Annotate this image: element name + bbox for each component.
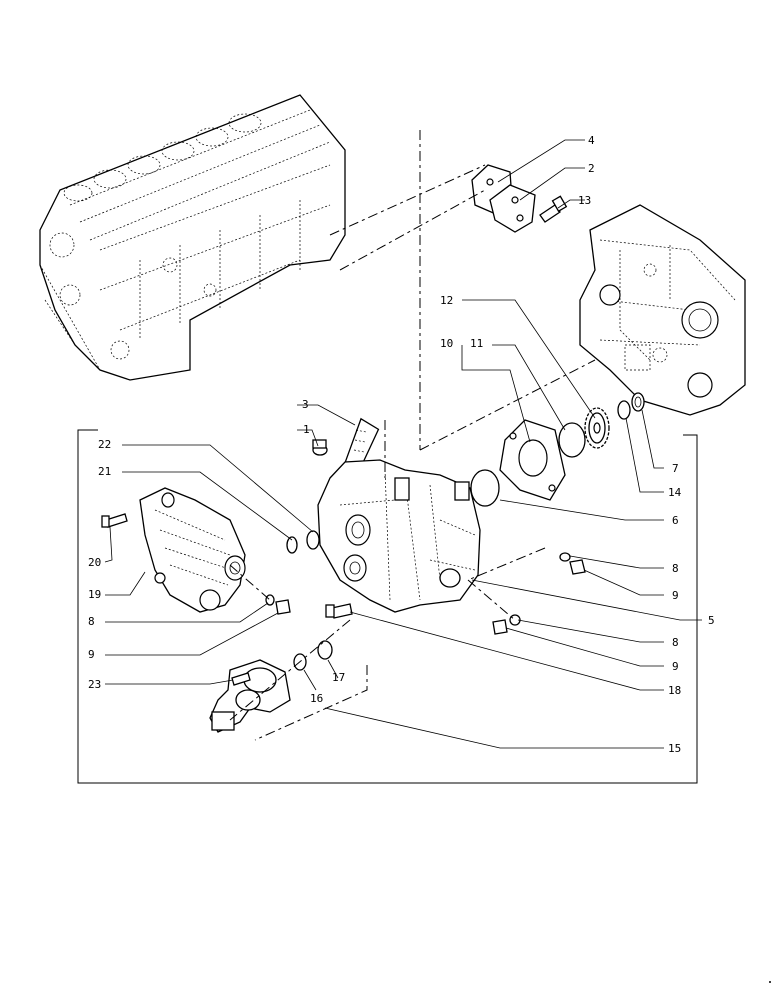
washer-8-right-upper	[559, 552, 571, 562]
callout-11: 11	[470, 337, 483, 350]
flange-10	[499, 419, 566, 501]
o-ring-14	[617, 400, 631, 420]
screw-20	[101, 513, 128, 528]
metering-valve-15	[209, 659, 291, 733]
callout-9-right-upper: 9	[672, 589, 679, 602]
callout-9-left: 9	[88, 648, 95, 661]
callout-labels: 4 2 13 12 10 11 3 1 22 21 20 19 8 9 23 1…	[88, 134, 715, 755]
o-ring-21	[286, 536, 298, 554]
injection-pump-body	[317, 459, 481, 613]
callout-8-right-upper: 8	[672, 562, 679, 575]
callout-8-left: 8	[88, 615, 95, 628]
timing-cover	[579, 204, 746, 416]
gear-12	[584, 407, 610, 449]
seal-7	[631, 392, 645, 412]
pump-housing-19	[139, 487, 246, 613]
plug-9-left	[275, 599, 291, 615]
callout-2: 2	[588, 162, 595, 175]
callout-23: 23	[88, 678, 101, 691]
plug-9-right-upper	[569, 559, 586, 575]
o-ring-11	[558, 422, 586, 458]
o-ring-17	[317, 640, 333, 660]
sensor-18	[325, 603, 353, 619]
callout-8-right-lower: 8	[672, 636, 679, 649]
o-ring-6	[470, 469, 500, 507]
callout-3: 3	[302, 398, 309, 411]
callout-12: 12	[440, 294, 453, 307]
callout-16: 16	[310, 692, 323, 705]
callout-14: 14	[668, 486, 682, 499]
callout-20: 20	[88, 556, 101, 569]
bracket-plate-2	[489, 184, 536, 233]
callout-19: 19	[88, 588, 101, 601]
corner-dot	[769, 981, 771, 983]
callout-17: 17	[332, 671, 345, 684]
plug-9-right-lower	[492, 619, 508, 635]
callout-10: 10	[440, 337, 453, 350]
callout-4: 4	[588, 134, 595, 147]
group-bracket	[77, 429, 698, 784]
callout-21: 21	[98, 465, 111, 478]
bolt-13	[539, 195, 568, 223]
engine-block	[39, 94, 346, 381]
callout-18: 18	[668, 684, 681, 697]
o-ring-22	[306, 530, 320, 550]
nut-1	[312, 439, 328, 456]
callout-15: 15	[668, 742, 681, 755]
callout-9-right-lower: 9	[672, 660, 679, 673]
washer-8-left	[265, 594, 275, 606]
callout-7: 7	[672, 462, 679, 475]
leader-lines	[104, 139, 702, 749]
callout-22: 22	[98, 438, 111, 451]
callout-6: 6	[672, 514, 679, 527]
callout-5: 5	[708, 614, 715, 627]
callout-13: 13	[578, 194, 591, 207]
screw-23	[231, 672, 251, 686]
callout-1: 1	[303, 423, 310, 436]
